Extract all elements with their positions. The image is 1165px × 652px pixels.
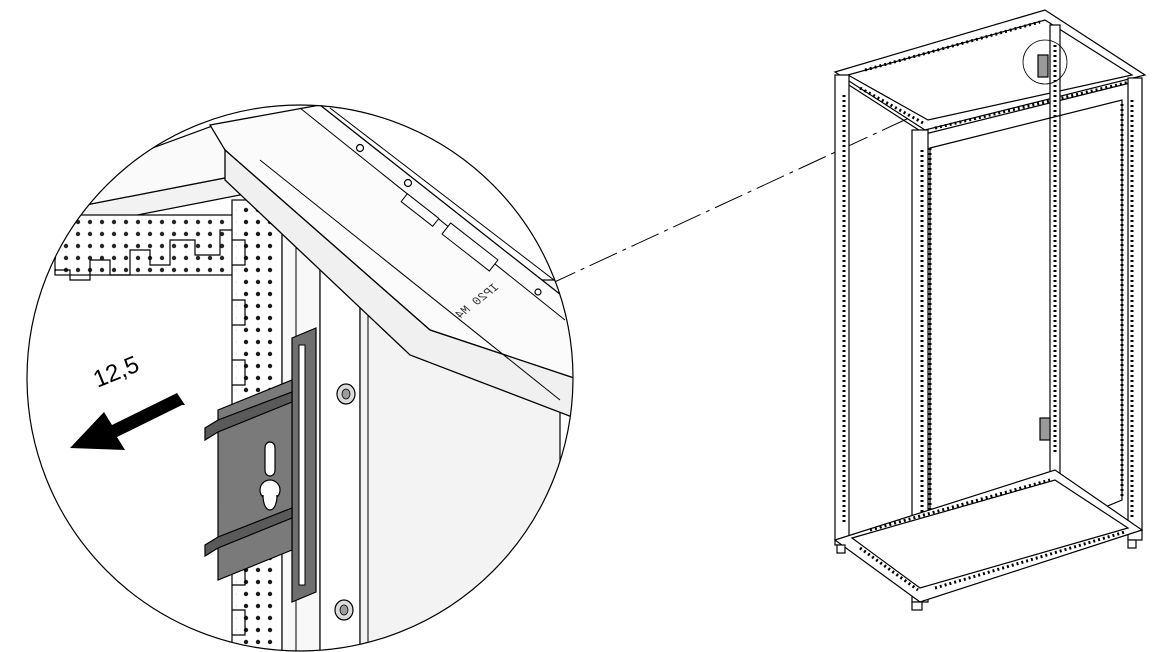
diagonal-top-rail: IP20 M4 [208,105,573,421]
mounting-bracket [204,327,317,603]
arrow-icon [70,393,185,450]
cabinet-frame [833,9,1147,611]
magnifier-circle [26,104,574,652]
perforated-rail-horizontal [54,214,241,281]
magnified-detail: IP20 M4 12,5 [27,105,573,651]
screw-bottom [334,599,354,621]
screw-top [336,383,356,405]
